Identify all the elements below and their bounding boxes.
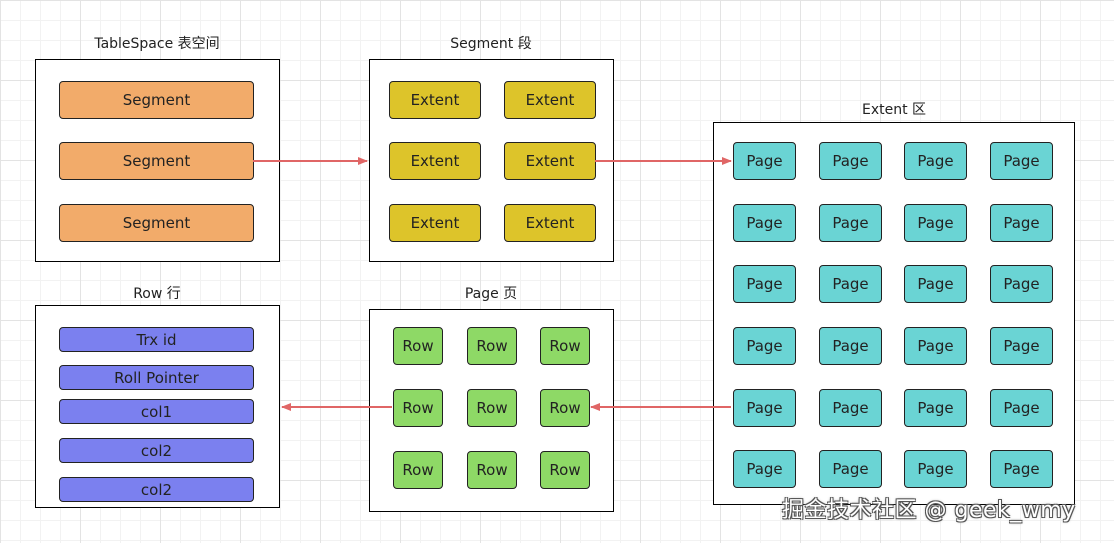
row-container: Trx id Roll Pointer col1 col2 col2: [35, 305, 280, 508]
page-node: Page: [819, 389, 882, 427]
page-node: Page: [904, 450, 967, 488]
page-node: Page: [990, 265, 1053, 303]
page-node: Page: [819, 327, 882, 365]
page-node: Page: [904, 204, 967, 242]
page-node: Page: [904, 389, 967, 427]
page-node: Page: [733, 142, 796, 180]
watermark-text: 掘金技术社区 @ geek_wmy: [782, 498, 1076, 523]
field-col1: col1: [59, 399, 254, 424]
row-node: Row: [393, 389, 443, 427]
page-node: Page: [904, 142, 967, 180]
segment-node: Segment: [59, 204, 254, 242]
page-node: Page: [819, 265, 882, 303]
page-container: Row Row Row Row Row Row Row Row Row: [369, 309, 614, 512]
page-node: Page: [904, 327, 967, 365]
row-node: Row: [540, 389, 590, 427]
page-node: Page: [990, 450, 1053, 488]
segment-node: Segment: [59, 142, 254, 180]
row-title: Row 行: [133, 286, 181, 302]
page-node: Page: [819, 204, 882, 242]
tablespace-title: TableSpace 表空间: [94, 36, 220, 52]
extent-node: Extent: [504, 204, 596, 242]
tablespace-container: Segment Segment Segment: [35, 59, 280, 262]
row-node: Row: [467, 451, 517, 489]
extent-node: Extent: [504, 142, 596, 180]
row-node: Row: [540, 327, 590, 365]
row-node: Row: [393, 327, 443, 365]
page-node: Page: [904, 265, 967, 303]
row-node: Row: [540, 451, 590, 489]
row-node: Row: [467, 327, 517, 365]
field-roll-pointer: Roll Pointer: [59, 365, 254, 390]
page-node: Page: [990, 142, 1053, 180]
segment-node: Segment: [59, 81, 254, 119]
extent-node: Extent: [389, 142, 481, 180]
row-node: Row: [393, 451, 443, 489]
row-node: Row: [467, 389, 517, 427]
page-node: Page: [733, 389, 796, 427]
segment-container: Extent Extent Extent Extent Extent Exten…: [369, 59, 614, 262]
page-title: Page 页: [464, 286, 518, 302]
extent-node: Extent: [389, 204, 481, 242]
page-node: Page: [733, 327, 796, 365]
extent-node: Extent: [389, 81, 481, 119]
extent-node: Extent: [504, 81, 596, 119]
page-node: Page: [990, 389, 1053, 427]
page-node: Page: [733, 265, 796, 303]
field-col2-second: col2: [59, 477, 254, 502]
field-trx-id: Trx id: [59, 327, 254, 352]
field-col2: col2: [59, 438, 254, 463]
page-node: Page: [990, 327, 1053, 365]
page-node: Page: [733, 204, 796, 242]
page-node: Page: [819, 450, 882, 488]
page-node: Page: [990, 204, 1053, 242]
extent-title: Extent 区: [861, 102, 927, 118]
page-node: Page: [733, 450, 796, 488]
page-node: Page: [819, 142, 882, 180]
extent-container: Page Page Page Page Page Page Page Page …: [713, 122, 1075, 505]
segment-title: Segment 段: [450, 36, 532, 52]
